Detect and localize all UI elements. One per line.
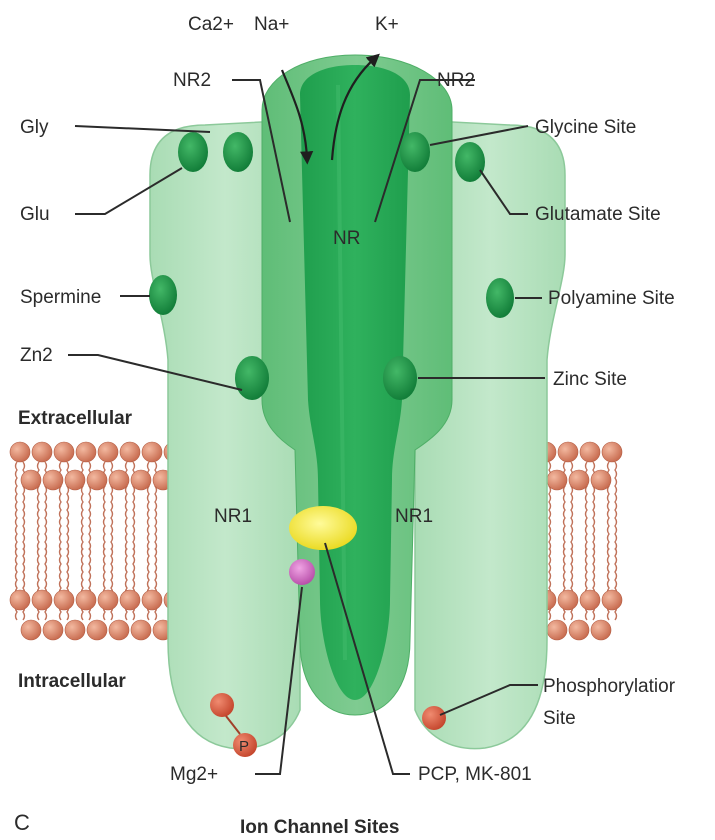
- lipid-head: [87, 620, 107, 640]
- nr1-right-label: NR1: [395, 506, 433, 527]
- mg-label: Mg2+: [170, 764, 218, 785]
- glu-label: Glu: [20, 204, 50, 225]
- lipid-head: [76, 590, 96, 610]
- polyamine-site-left: [149, 275, 177, 315]
- lipid-head: [131, 620, 151, 640]
- ion-na-label: Na+: [254, 14, 289, 35]
- lipid-head: [142, 442, 162, 462]
- lipid-head: [109, 470, 129, 490]
- glutamate-site-right: [455, 142, 485, 182]
- lipid-head: [76, 442, 96, 462]
- lipid-head: [602, 442, 622, 462]
- panel-letter: C: [14, 810, 30, 835]
- lipid-head: [10, 442, 30, 462]
- lipid-head: [21, 470, 41, 490]
- receptor-body: [150, 55, 565, 749]
- lipid-head: [120, 590, 140, 610]
- lipid-head: [580, 590, 600, 610]
- lipid-head: [569, 470, 589, 490]
- lipid-head: [142, 590, 162, 610]
- lipid-head: [558, 590, 578, 610]
- glutamate-site-label: Glutamate Site: [535, 204, 661, 225]
- lipid-head: [32, 590, 52, 610]
- lipid-head: [43, 620, 63, 640]
- pcp-label: PCP, MK-801: [418, 764, 532, 785]
- glycine-site-right: [400, 132, 430, 172]
- zinc-site-left: [235, 356, 269, 400]
- lipid-head: [558, 442, 578, 462]
- lipid-head: [21, 620, 41, 640]
- lipid-head: [32, 442, 52, 462]
- phosphate-p-label: P: [239, 738, 249, 755]
- lipid-head: [87, 470, 107, 490]
- glycine-site-left: [178, 132, 208, 172]
- lipid-head: [591, 470, 611, 490]
- glycine-site-label: Glycine Site: [535, 117, 636, 138]
- intracellular-label: Intracellular: [18, 671, 126, 692]
- lipid-head: [65, 620, 85, 640]
- lipid-head: [54, 590, 74, 610]
- phosphorylation-label-line2: Site: [543, 708, 576, 729]
- zn-label: Zn2: [20, 345, 53, 366]
- zinc-site-right: [383, 356, 417, 400]
- lipid-head: [547, 620, 567, 640]
- nr-center-label: NR: [333, 228, 360, 249]
- nr2-right-label: NR2: [437, 70, 475, 91]
- lipid-head: [98, 442, 118, 462]
- zinc-site-label: Zinc Site: [553, 369, 627, 390]
- membrane-left: [10, 442, 184, 640]
- pcp-site: [289, 506, 357, 550]
- mg-site: [289, 559, 315, 585]
- nr2-left-label: NR2: [173, 70, 211, 91]
- figure-caption: Ion Channel Sites: [240, 817, 399, 838]
- nr1-left-label: NR1: [214, 506, 252, 527]
- lipid-head: [602, 590, 622, 610]
- spermine-label: Spermine: [20, 287, 101, 308]
- lipid-head: [10, 590, 30, 610]
- lipid-head: [580, 442, 600, 462]
- lipid-head: [109, 620, 129, 640]
- lipid-head: [43, 470, 63, 490]
- lipid-head: [120, 442, 140, 462]
- ion-ca-label: Ca2+: [188, 14, 234, 35]
- lipid-head: [98, 590, 118, 610]
- phosphorylation-sphere-left: [210, 693, 234, 717]
- lipid-head: [65, 470, 85, 490]
- phosphorylation-label-line1: Phosphorylatior: [543, 676, 676, 697]
- ion-k-label: K+: [375, 14, 399, 35]
- lipid-head: [569, 620, 589, 640]
- lipid-head: [547, 470, 567, 490]
- extracellular-label: Extracellular: [18, 408, 133, 429]
- polyamine-site-label: Polyamine Site: [548, 288, 675, 309]
- polyamine-site-right: [486, 278, 514, 318]
- gly-label: Gly: [20, 117, 49, 138]
- phosphorylation-sphere-right: [422, 706, 446, 730]
- lipid-head: [54, 442, 74, 462]
- lipid-head: [131, 470, 151, 490]
- glutamate-site-left: [223, 132, 253, 172]
- lipid-head: [591, 620, 611, 640]
